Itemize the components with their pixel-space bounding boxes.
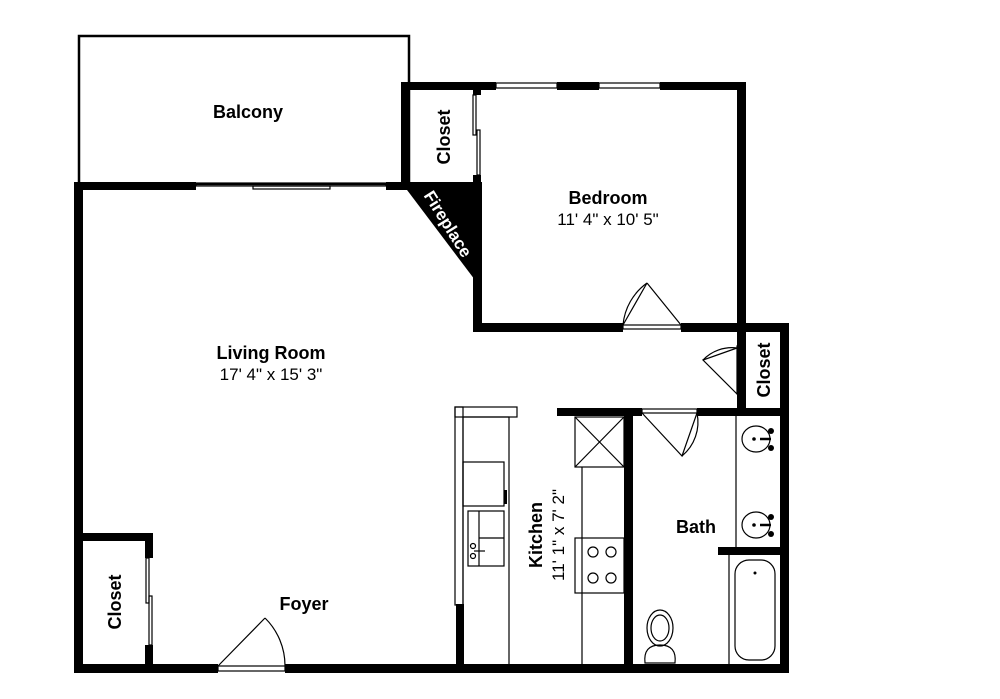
balcony-label: Balcony: [213, 102, 283, 122]
doors: [217, 282, 738, 667]
room-labels: Balcony Closet Bedroom 11' 4" x 10' 5" F…: [105, 102, 774, 630]
bedroom-dimensions: 11' 4" x 10' 5": [557, 210, 658, 229]
walls: [74, 82, 789, 673]
closet-top-label: Closet: [434, 109, 454, 164]
kitchen-label: Kitchen: [526, 502, 546, 568]
foyer-label: Foyer: [279, 594, 328, 614]
closet-foyer-label: Closet: [105, 574, 125, 629]
living-room-label: Living Room: [217, 343, 326, 363]
bath-fixtures: [644, 416, 776, 665]
kitchen-fixtures: [454, 406, 625, 666]
closet-hall-label: Closet: [754, 342, 774, 397]
bath-label: Bath: [676, 517, 716, 537]
living-room-dimensions: 17' 4" x 15' 3": [220, 365, 323, 384]
bedroom-label: Bedroom: [568, 188, 647, 208]
kitchen-dimensions: 11' 1" x 7' 2": [549, 489, 568, 581]
